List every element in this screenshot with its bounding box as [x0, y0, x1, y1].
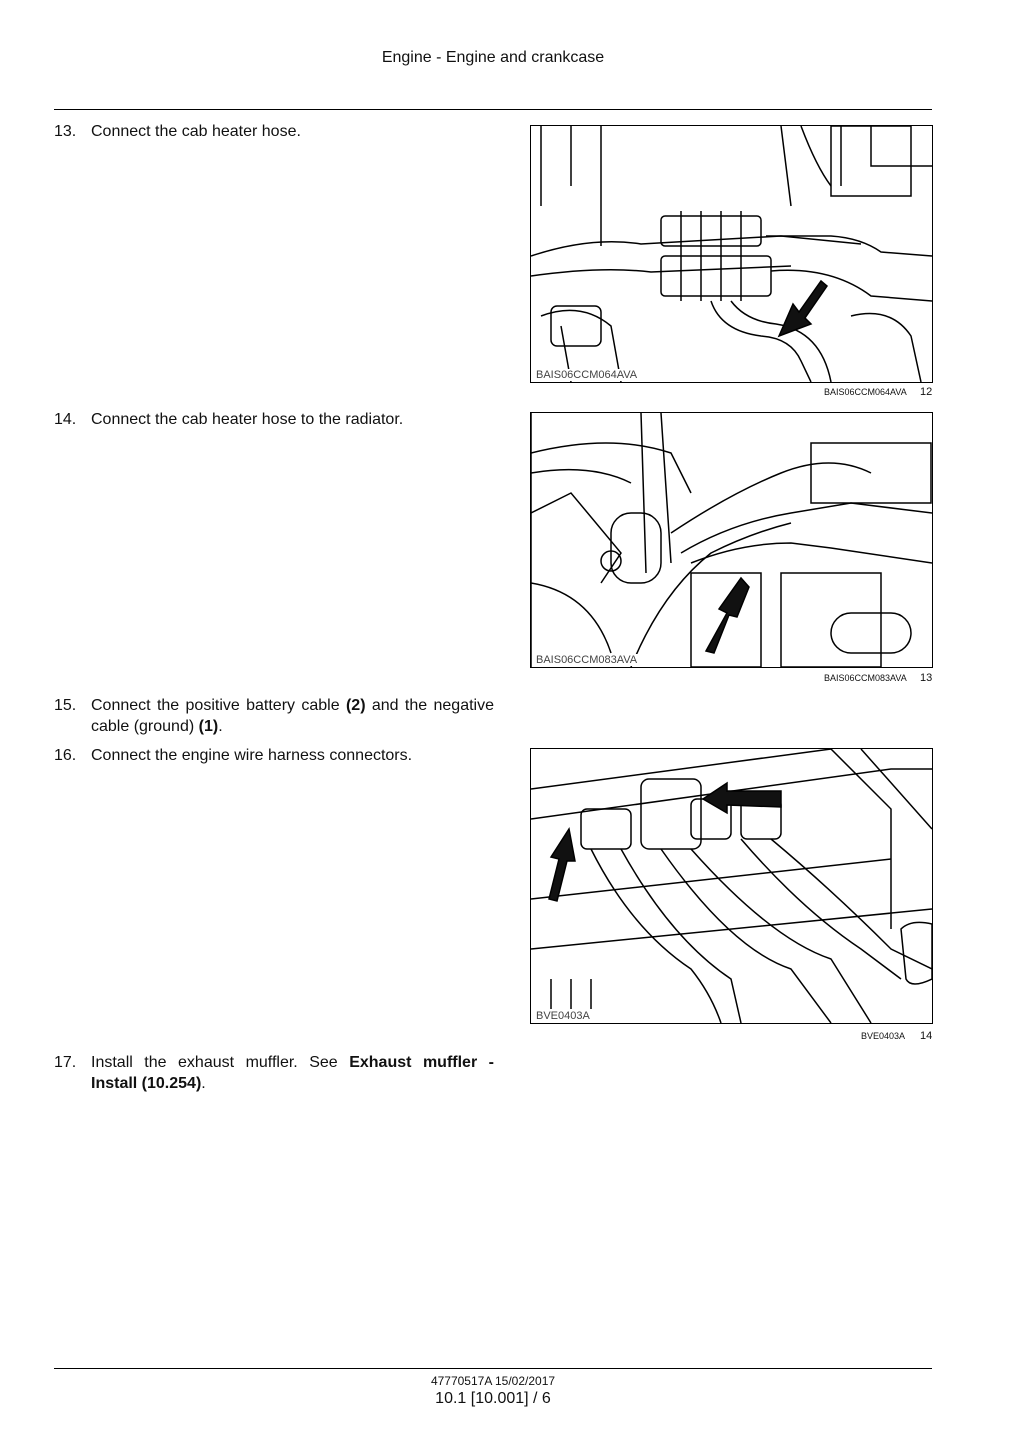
step-14: 14. Connect the cab heater hose to the r…: [54, 409, 494, 430]
footer-page-number: 10.1 [10.001] / 6: [435, 1390, 551, 1407]
figure-number: 14: [920, 1030, 933, 1042]
step-text: Connect the cab heater hose.: [91, 123, 301, 140]
step-17: 17. Install the exhaust muffler. See Exh…: [54, 1052, 494, 1094]
step-number: 17.: [54, 1054, 77, 1071]
page-header-title: Engine - Engine and crankcase: [381, 49, 605, 66]
footer-document-reference: 47770517A 15/02/2017: [430, 1374, 556, 1388]
figure-code-inset: BVE0403A: [533, 1010, 593, 1022]
figure-13-illustration: BAIS06CCM083AVA: [530, 412, 933, 668]
step-13: 13. Connect the cab heater hose.: [54, 121, 494, 142]
figure-number: 13: [920, 672, 933, 684]
footer-divider: [54, 1368, 932, 1369]
figure-caption-code: BVE0403A: [861, 1031, 906, 1041]
step-text: Connect the positive battery cable (2) a…: [91, 697, 494, 735]
cross-reference-link[interactable]: Exhaust muffler - Install (10.254): [91, 1054, 494, 1092]
step-number: 16.: [54, 747, 77, 764]
step-text: Connect the cab heater hose to the radia…: [91, 411, 404, 428]
figure-caption-code: BAIS06CCM064AVA: [824, 387, 907, 397]
step-text: Install the exhaust muffler. See Exhaust…: [91, 1054, 494, 1092]
header-divider: [54, 109, 932, 110]
step-15: 15. Connect the positive battery cable (…: [54, 695, 494, 737]
figure-14-illustration: BVE0403A: [530, 748, 933, 1024]
step-16: 16. Connect the engine wire harness conn…: [54, 745, 494, 766]
step-number: 13.: [54, 123, 77, 140]
figure-code-inset: BAIS06CCM083AVA: [533, 654, 641, 666]
step-number: 14.: [54, 411, 77, 428]
figure-12-illustration: BAIS06CCM064AVA: [530, 125, 933, 383]
step-text: Connect the engine wire harness connecto…: [91, 747, 413, 764]
figure-code-inset: BAIS06CCM064AVA: [533, 369, 641, 381]
figure-number: 12: [920, 386, 933, 398]
step-number: 15.: [54, 697, 77, 714]
figure-caption-code: BAIS06CCM083AVA: [824, 673, 907, 683]
